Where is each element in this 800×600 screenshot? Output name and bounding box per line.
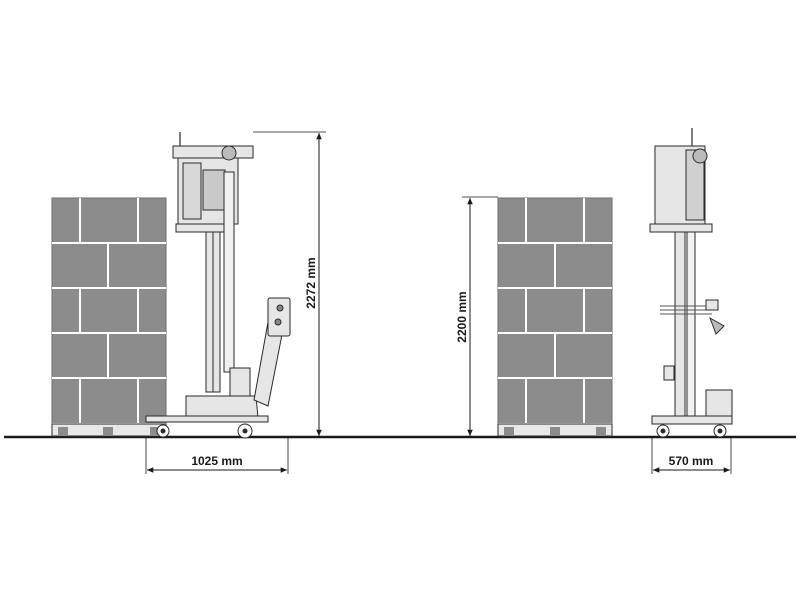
side-height-dimension: 2272 mm [253, 131, 326, 436]
side-height-label: 2272 mm [304, 257, 318, 308]
side-pallet-load [51, 197, 167, 437]
side-view: 2272 mm 1025 mm [51, 131, 326, 474]
front-machine [649, 128, 733, 438]
front-view: 2200 mm [455, 128, 733, 474]
side-machine [145, 132, 291, 439]
side-length-label: 1025 mm [191, 454, 242, 468]
front-pallet-load [497, 197, 613, 437]
side-length-dimension: 1025 mm [145, 438, 289, 474]
front-height-label: 2200 mm [455, 291, 469, 342]
front-height-dimension: 2200 mm [455, 196, 498, 436]
front-width-label: 570 mm [669, 454, 714, 468]
front-width-dimension: 570 mm [651, 438, 732, 474]
